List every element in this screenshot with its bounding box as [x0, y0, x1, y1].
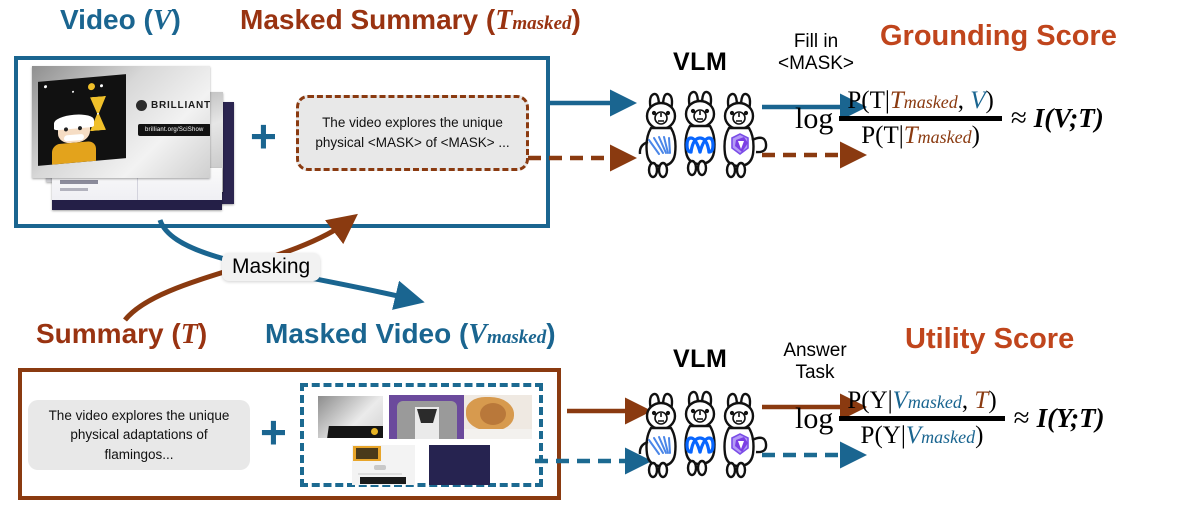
summary-bubble: The video explores the unique physical a… [28, 400, 250, 470]
video-title: Video (V) [60, 6, 181, 35]
brilliant-url: brilliant.org/SciShow [138, 124, 210, 136]
utility-score-formula: log P(Y|Vmasked, T) P(Y|Vmasked) ≈ I(Y;T… [795, 386, 1105, 451]
grounding-num-p: P(T| [847, 87, 890, 114]
utility-mutual-information: I(Y;T) [1036, 403, 1105, 433]
video-title-close: ) [171, 4, 181, 35]
meta-logo-icon [685, 136, 715, 154]
utility-den-close: ) [975, 422, 984, 449]
utility-num-var1: V [892, 387, 908, 414]
vlm-llama-group-top [638, 90, 768, 179]
utility-numerator: P(Y|Vmasked, T) [839, 386, 1004, 416]
masked-summary-bubble: The video explores the unique physical <… [296, 95, 529, 171]
masked-video-thumb-3 [464, 395, 532, 439]
grounding-score-title-text: Grounding Score [880, 20, 1117, 52]
grounding-den-close: ) [971, 122, 980, 149]
summary-title-symbol: T [180, 319, 198, 350]
purple-model-logo-icon [731, 133, 749, 155]
grounding-score-formula: log P(T|Tmasked, V) P(T|Tmasked) ≈ I(V;T… [795, 86, 1104, 151]
masked-video-title-text: Masked Video ( [265, 318, 469, 349]
fill-in-mask-line2: <MASK> [777, 52, 855, 74]
utility-log-operator: log [795, 401, 834, 435]
utility-approx-symbol: ≈ [1013, 402, 1030, 434]
masked-summary-title-symbol: T [495, 5, 513, 36]
masked-summary-title-subscript: masked [512, 13, 572, 34]
utility-score-title: Utility Score [905, 325, 1074, 354]
utility-den-var1-sub: masked [921, 427, 976, 447]
answer-task-line2: Task [795, 361, 835, 383]
bottom-plus-icon: + [260, 406, 287, 458]
grounding-num-close: ) [985, 87, 994, 114]
grounding-denominator: P(T|Tmasked) [853, 121, 988, 151]
masked-video-title: Masked Video (Vmasked) [265, 320, 556, 349]
meta-logo-icon [685, 436, 715, 454]
grounding-num-var1-sub: masked [903, 92, 958, 112]
masking-label: Masking [222, 253, 321, 281]
grounding-log-operator: log [795, 101, 834, 135]
utility-num-close: ) [988, 387, 997, 414]
masked-video-frame [300, 383, 543, 487]
masked-video-thumb-2 [389, 395, 465, 439]
vlm-label-bottom: VLM [673, 345, 727, 374]
vlm-label-bottom-text: VLM [673, 345, 728, 373]
utility-num-comma: , [961, 387, 975, 414]
purple-model-logo-icon [731, 433, 749, 455]
masking-label-text: Masking [232, 255, 311, 278]
utility-fraction: P(Y|Vmasked, T) P(Y|Vmasked) [839, 386, 1005, 451]
grounding-numerator: P(T|Tmasked, V) [839, 86, 1002, 116]
grounding-num-var1: T [889, 87, 904, 114]
answer-task-label: Answer Task [760, 340, 870, 384]
grounding-den-p: P(T| [861, 122, 904, 149]
grounding-den-var1-sub: masked [917, 127, 972, 147]
fill-in-mask-line1: Fill in [793, 31, 839, 52]
grounding-mutual-information: I(V;T) [1033, 103, 1104, 133]
masked-video-thumb-5 [429, 445, 490, 485]
video-thumbnail-front: BRILLIANT brilliant.org/SciShow [32, 66, 210, 178]
masked-video-thumb-1 [318, 396, 383, 438]
masked-summary-title: Masked Summary (Tmasked) [240, 6, 581, 35]
gemini-logo-icon [648, 136, 671, 155]
vlm-llama-group-bottom [638, 390, 768, 479]
summary-text: The video explores the unique physical a… [48, 407, 230, 462]
grounding-fraction-bar [839, 116, 1002, 121]
grounding-den-var1: T [903, 122, 918, 149]
vlm-label-top-text: VLM [673, 48, 728, 76]
video-thumbnail-stack: BRILLIANT brilliant.org/SciShow [28, 64, 238, 220]
masked-summary-title-text: Masked Summary ( [240, 4, 496, 35]
utility-den-var1: V [905, 422, 922, 449]
utility-fraction-bar [839, 416, 1005, 421]
video-title-symbol: V [152, 5, 172, 36]
masked-summary-text: The video explores the unique physical <… [315, 115, 510, 150]
masked-video-title-subscript: masked [487, 327, 547, 348]
gemini-logo-icon [648, 436, 671, 455]
summary-title: Summary (T) [36, 320, 207, 349]
masked-video-title-symbol: V [468, 319, 488, 350]
video-title-text: Video ( [60, 4, 153, 35]
masked-video-thumb-4 [352, 445, 415, 485]
masked-video-title-close: ) [546, 318, 556, 349]
utility-score-title-text: Utility Score [905, 323, 1075, 355]
top-formula-input-arrows [762, 93, 867, 169]
grounding-score-title: Grounding Score [880, 22, 1117, 51]
summary-title-close: ) [197, 318, 208, 349]
top-plus-icon: + [250, 110, 277, 162]
vlm-label-top: VLM [673, 48, 727, 77]
utility-denominator: P(Y|Vmasked) [853, 421, 992, 451]
utility-num-var1-sub: masked [907, 392, 962, 412]
utility-num-p: P(Y| [847, 387, 893, 414]
top-box-output-arrows [528, 89, 637, 172]
answer-task-line1: Answer [783, 340, 847, 361]
brilliant-brand: BRILLIANT [151, 100, 210, 111]
utility-num-var2: T [974, 387, 989, 414]
masked-summary-title-close: ) [571, 4, 581, 35]
utility-den-p: P(Y| [860, 422, 906, 449]
grounding-num-var2: V [970, 87, 986, 114]
grounding-num-comma: , [957, 87, 971, 114]
summary-title-text: Summary ( [36, 318, 181, 349]
bottom-formula-input-arrows [762, 393, 867, 469]
bottom-box-output-arrows [535, 397, 652, 475]
grounding-fraction: P(T|Tmasked, V) P(T|Tmasked) [839, 86, 1002, 151]
fill-in-mask-label: Fill in <MASK> [756, 31, 876, 75]
grounding-approx-symbol: ≈ [1010, 102, 1027, 134]
